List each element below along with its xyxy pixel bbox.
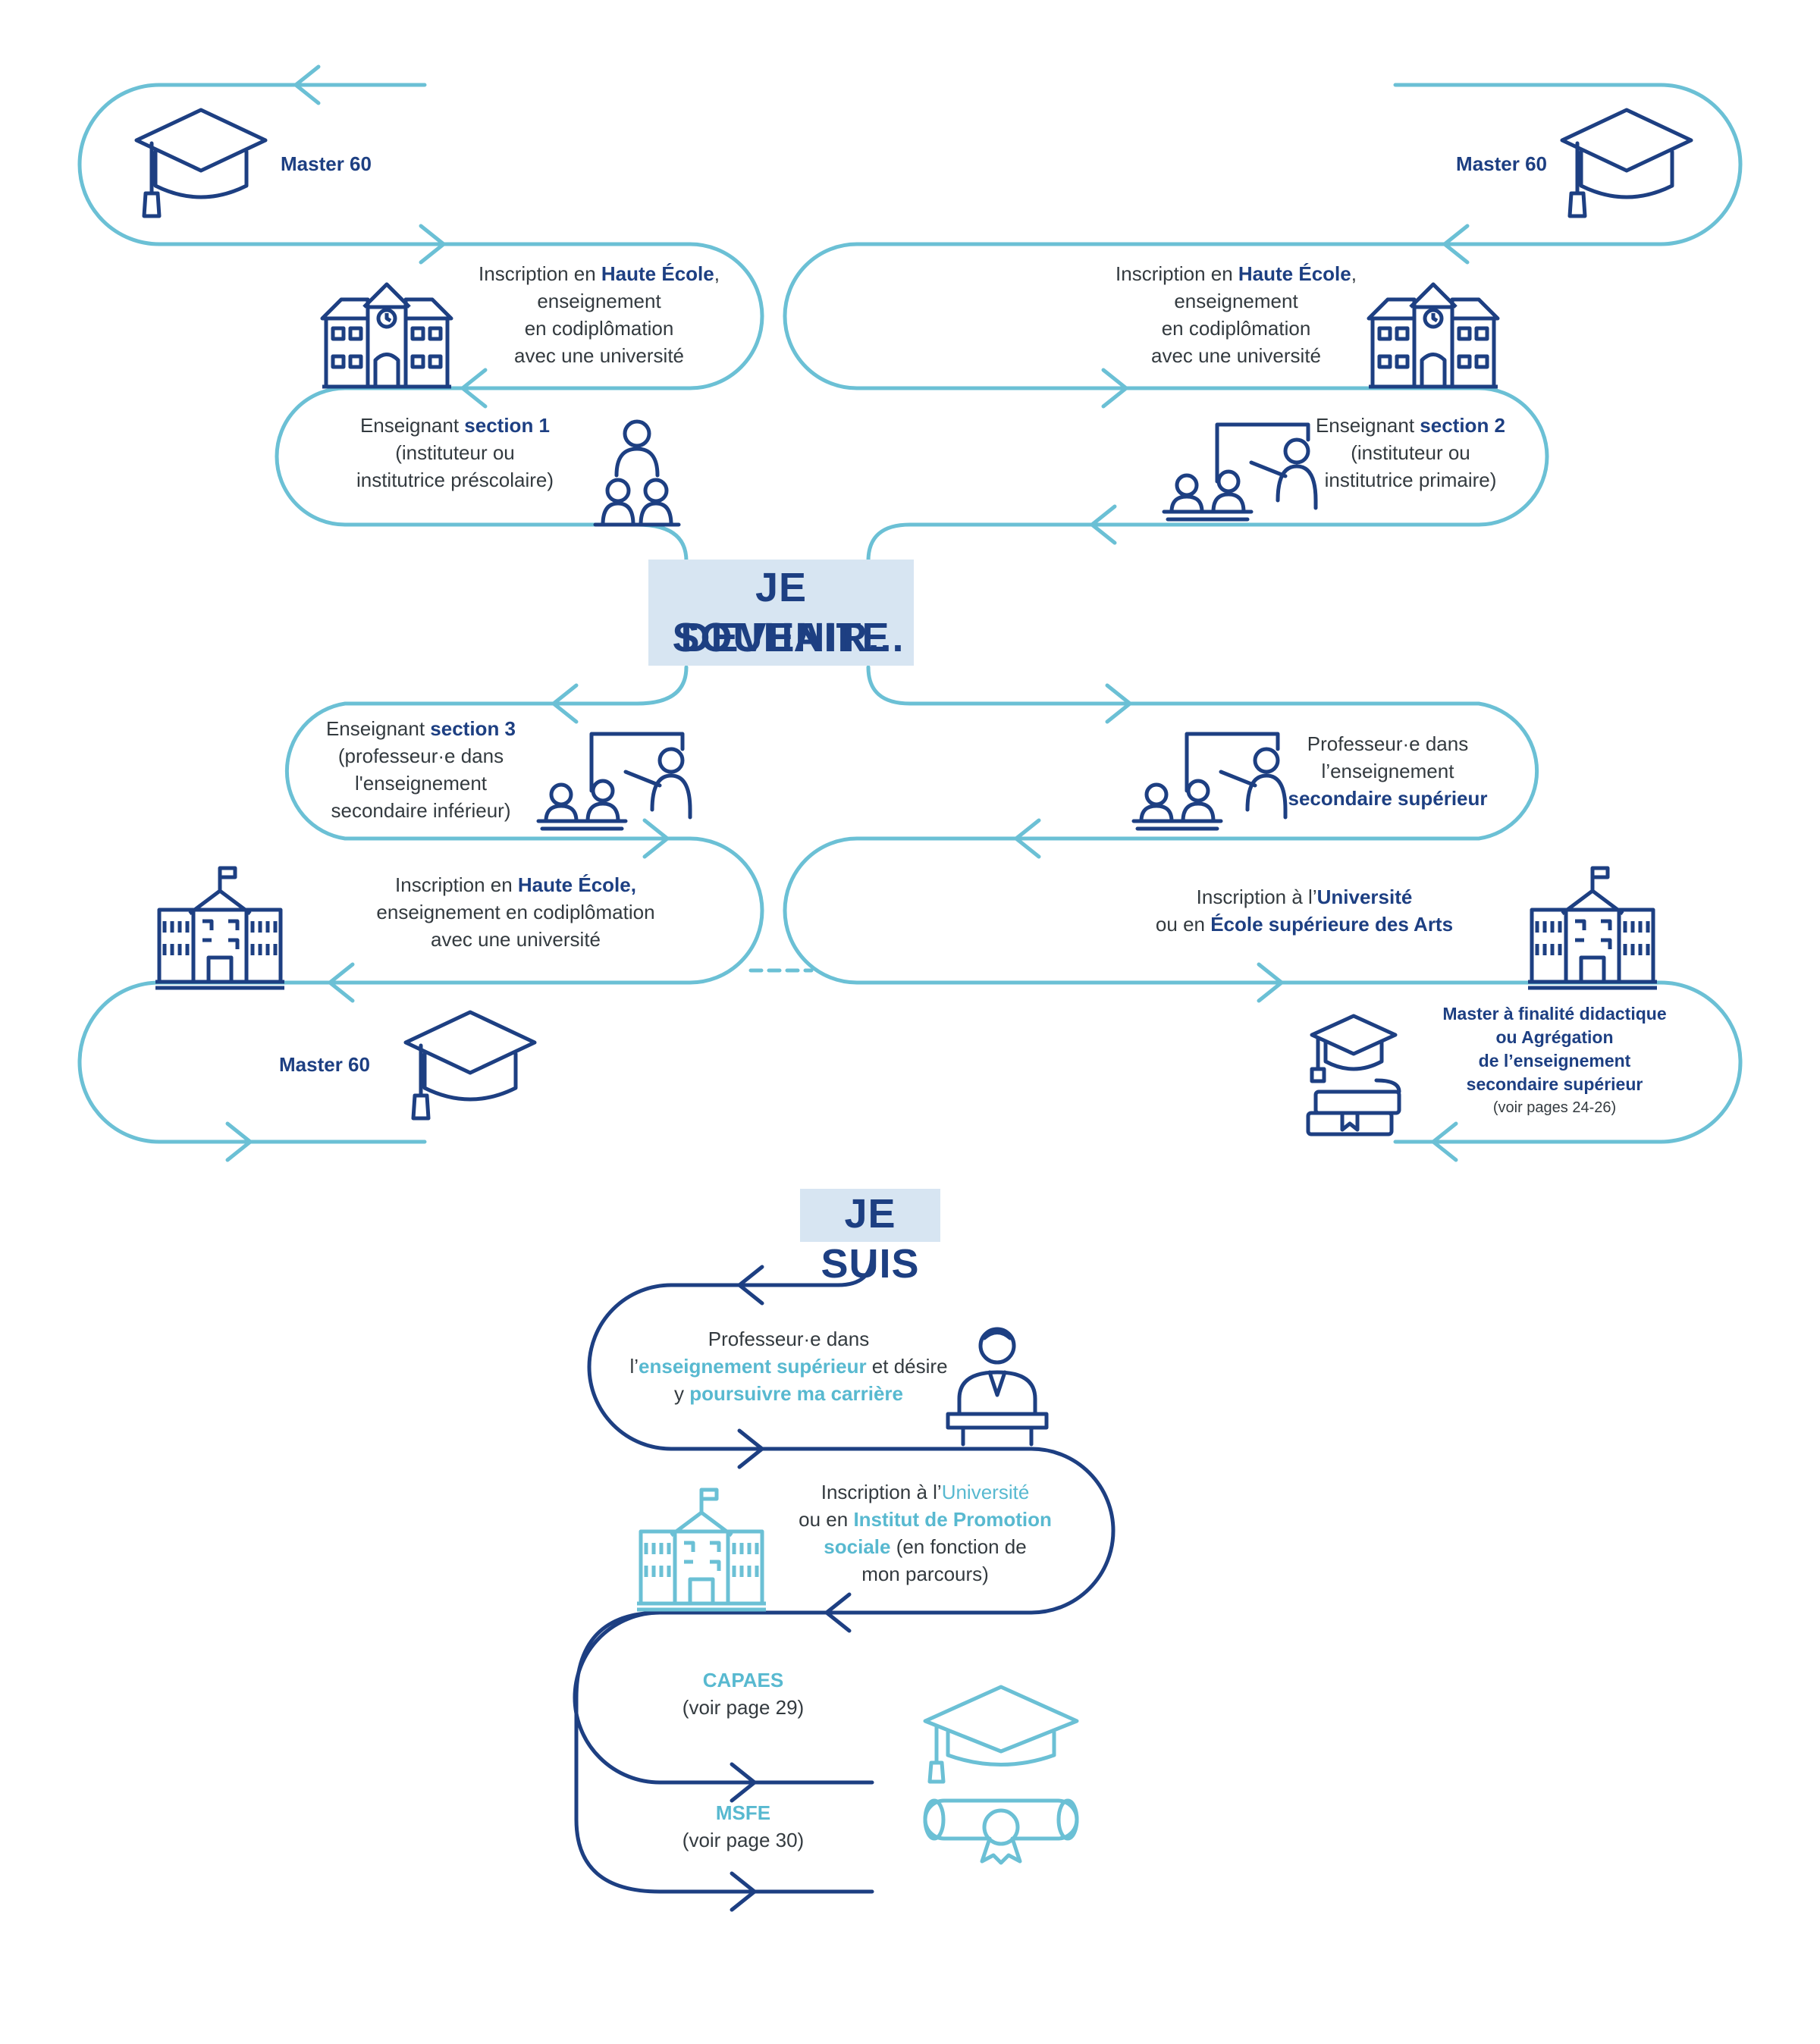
title-je-souhaite-devenir: JE SOUHAITE DEVENIR... <box>648 560 914 666</box>
left-bottom-path <box>77 665 764 1162</box>
capaes-text: CAPAES (voir page 29) <box>682 1669 805 1719</box>
right-top-path <box>783 83 1743 563</box>
books-cap-icon <box>1308 1016 1399 1134</box>
prof-superieur-text: Professeur·e dans l’enseignement supérie… <box>629 1328 948 1405</box>
university-building-icon-left <box>155 868 284 988</box>
haute-ecole-left-top: Inscription en Haute École, enseignement… <box>479 262 720 367</box>
university-building-icon-bottom <box>637 1490 766 1610</box>
haute-ecole-left-bottom: Inscription en Haute École, enseignement… <box>376 873 655 951</box>
master-didactique-text: Master à finalité didactique ou Agrégati… <box>1442 1004 1667 1116</box>
university-building-icon-right <box>1528 868 1657 988</box>
left-top-path <box>77 64 764 563</box>
graduation-cap-icon-right-top <box>1562 110 1691 216</box>
school-building-icon-left <box>322 284 451 387</box>
je-suis-path <box>573 1252 1116 1912</box>
teacher-board-icon-section3 <box>538 734 690 829</box>
graduation-cap-icon-left-top <box>136 110 265 216</box>
master-60-left-top: Master 60 <box>281 152 372 175</box>
title-line1: JE SOUHAITE <box>672 565 890 660</box>
right-bottom-path <box>748 665 1743 1162</box>
univ-promotion-text: Inscription à l’Université ou en Institu… <box>799 1481 1052 1585</box>
haute-ecole-right-top: Inscription en Haute École, enseignement… <box>1116 262 1357 367</box>
graduation-cap-icon-left-bottom <box>406 1012 535 1118</box>
title-je-suis: JE SUIS <box>800 1189 940 1287</box>
university-arts-text: Inscription à l’Université ou en École s… <box>1155 886 1454 936</box>
master-60-right-top: Master 60 <box>1456 152 1547 175</box>
msfe-text: MSFE (voir page 30) <box>682 1801 805 1851</box>
teacher-children-icon <box>595 422 679 525</box>
title-line2: DEVENIR... <box>680 615 905 660</box>
master-60-left-bottom: Master 60 <box>279 1053 370 1076</box>
diploma-icon <box>925 1687 1077 1863</box>
